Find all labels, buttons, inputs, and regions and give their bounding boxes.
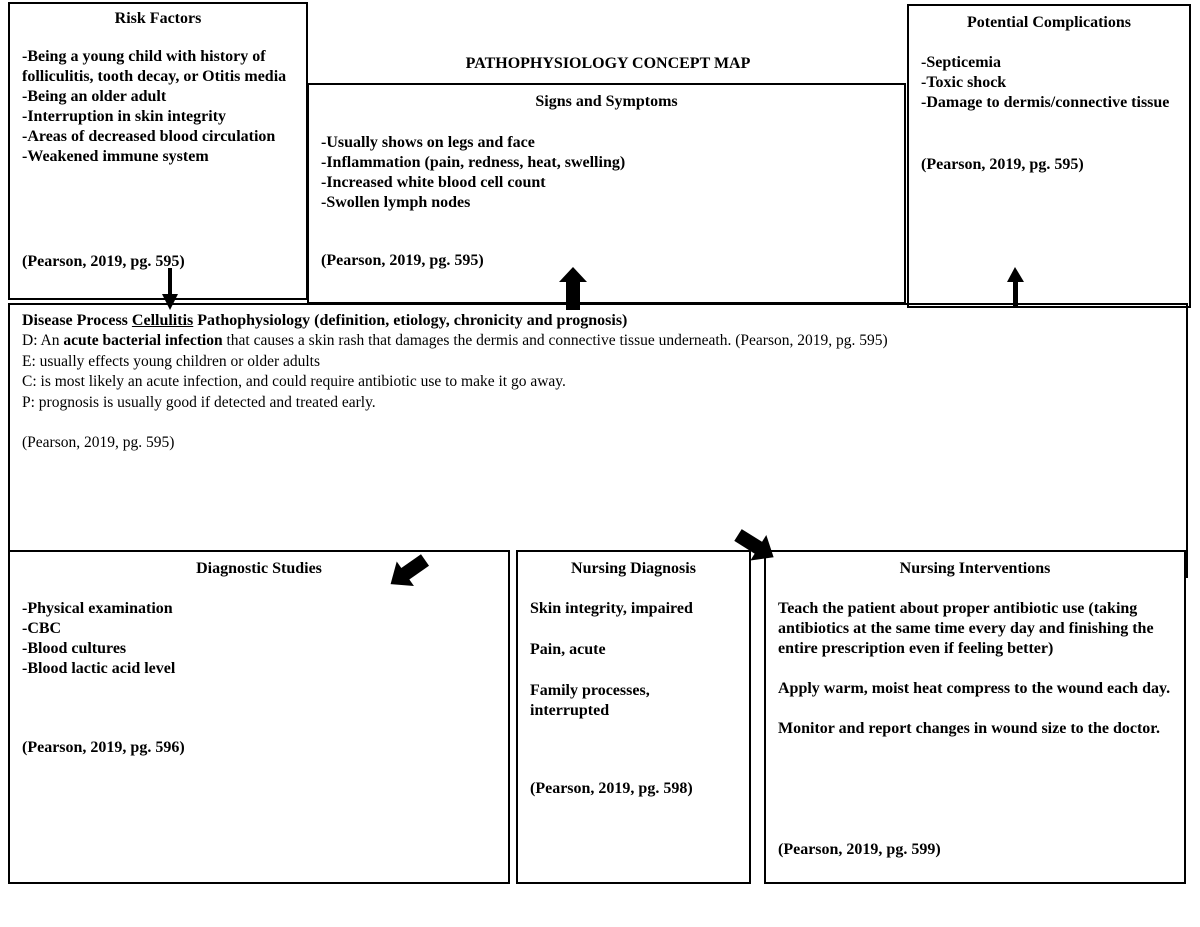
page-title: PATHOPHYSIOLOGY CONCEPT MAP xyxy=(465,55,751,72)
signs-symptoms-citation: (Pearson, 2019, pg. 595) xyxy=(321,252,484,269)
risk-factors-box: Risk Factors -Being a young child with h… xyxy=(8,2,308,300)
nursing-diagnosis-box: Nursing Diagnosis Skin integrity, impair… xyxy=(516,550,751,884)
diagnostic-studies-box: Diagnostic Studies -Physical examination… xyxy=(8,550,510,884)
list-item: -Swollen lymph nodes xyxy=(321,194,471,211)
list-item: Teach the patient about proper antibioti… xyxy=(778,600,1154,657)
list-item: -Usually shows on legs and face xyxy=(321,134,535,151)
list-item: -Being a young child with history of fol… xyxy=(22,48,287,85)
risk-factors-list: -Being a young child with history of fol… xyxy=(22,47,294,167)
diagnostic-studies-citation: (Pearson, 2019, pg. 596) xyxy=(22,739,185,756)
list-item: -Septicemia xyxy=(921,54,1001,71)
definition-line: D: An acute bacterial infection that cau… xyxy=(22,332,888,349)
disease-name: Cellulitis xyxy=(131,312,194,329)
signs-symptoms-box: Signs and Symptoms -Usually shows on leg… xyxy=(307,83,906,304)
signs-symptoms-title: Signs and Symptoms xyxy=(535,93,678,110)
list-item: -Increased white blood cell count xyxy=(321,174,546,191)
list-item: Family processes, interrupted xyxy=(530,682,650,719)
risk-factors-title: Risk Factors xyxy=(114,10,202,27)
list-item: -Damage to dermis/connective tissue xyxy=(921,94,1170,111)
chronicity-line: C: is most likely an acute infection, an… xyxy=(22,373,566,390)
nursing-interventions-title: Nursing Interventions xyxy=(899,560,1051,577)
list-item: -Toxic shock xyxy=(921,74,1007,91)
list-item: -Interruption in skin integrity xyxy=(22,108,227,125)
diagnostic-studies-list: -Physical examination -CBC -Blood cultur… xyxy=(22,599,496,679)
list-item: -Physical examination xyxy=(22,600,173,617)
disease-process-citation: (Pearson, 2019, pg. 595) xyxy=(22,434,175,451)
list-item: Monitor and report changes in wound size… xyxy=(778,720,1160,737)
nursing-diagnosis-citation: (Pearson, 2019, pg. 598) xyxy=(530,780,693,797)
list-item: -Blood lactic acid level xyxy=(22,660,176,677)
nursing-interventions-citation: (Pearson, 2019, pg. 599) xyxy=(778,841,941,858)
complications-title: Potential Complications xyxy=(967,14,1131,31)
complications-box: Potential Complications -Septicemia -Tox… xyxy=(907,4,1191,308)
etiology-line: E: usually effects young children or old… xyxy=(22,352,321,370)
list-item: -Blood cultures xyxy=(22,640,127,657)
diagnostic-studies-title: Diagnostic Studies xyxy=(196,560,322,577)
list-item: Skin integrity, impaired xyxy=(530,600,693,617)
disease-process-heading: Disease Process Cellulitis Pathophysiolo… xyxy=(22,312,628,329)
prognosis-line: P: prognosis is usually good if detected… xyxy=(22,393,376,411)
list-item: Pain, acute xyxy=(530,641,606,658)
risk-factors-citation: (Pearson, 2019, pg. 595) xyxy=(22,253,185,270)
signs-symptoms-list: -Usually shows on legs and face -Inflamm… xyxy=(321,133,892,213)
nursing-interventions-box: Nursing Interventions Teach the patient … xyxy=(764,550,1186,884)
complications-citation: (Pearson, 2019, pg. 595) xyxy=(921,156,1084,173)
disease-process-box: Disease Process Cellulitis Pathophysiolo… xyxy=(8,303,1188,578)
nursing-diagnosis-title: Nursing Diagnosis xyxy=(571,560,696,577)
complications-list: -Septicemia -Toxic shock -Damage to derm… xyxy=(921,53,1177,113)
list-item: -CBC xyxy=(22,620,62,637)
list-item: Apply warm, moist heat compress to the w… xyxy=(778,680,1171,697)
list-item: -Weakened immune system xyxy=(22,148,209,165)
list-item: -Being an older adult xyxy=(22,88,167,105)
list-item: -Areas of decreased blood circulation xyxy=(22,128,276,145)
list-item: -Inflammation (pain, redness, heat, swel… xyxy=(321,154,626,171)
